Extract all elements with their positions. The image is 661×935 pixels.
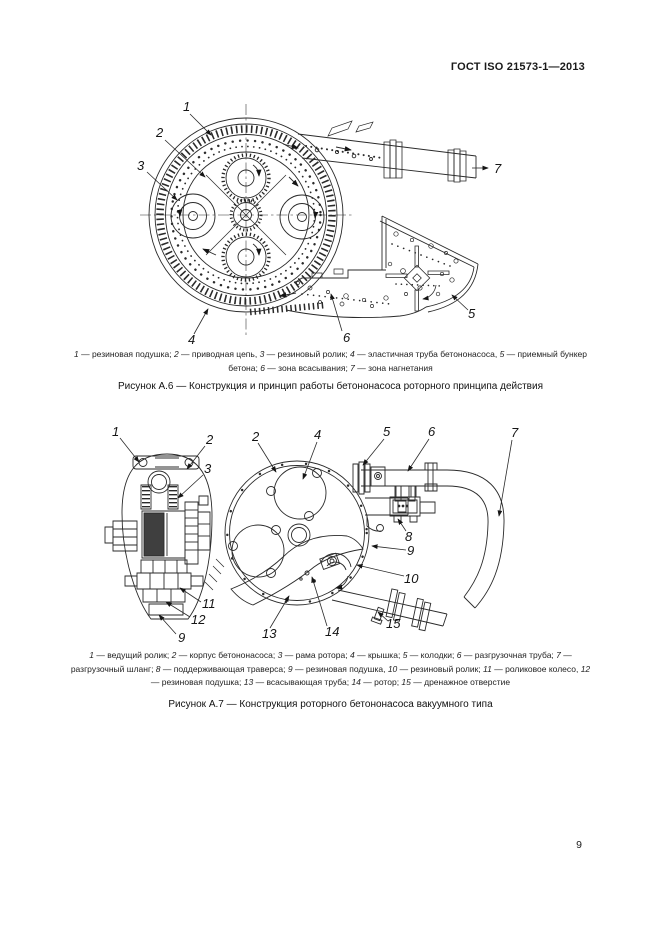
legend-item: 9 — резиновая подушка,: [287, 663, 388, 674]
label-2-side: 2: [205, 432, 214, 447]
legend-item: 8 — поддерживающая траверса;: [155, 663, 288, 674]
label-8: 8: [405, 529, 413, 544]
doc-code-header: ГОСТ ISO 21573-1—2013: [450, 61, 585, 73]
suction-pipe: [332, 589, 447, 631]
top-gear: [223, 155, 269, 201]
legend-item: 13 — всасывающая труба;: [243, 677, 352, 687]
pump-casing: [225, 461, 369, 605]
label-12: 12: [191, 612, 206, 627]
pump-side-view: [105, 454, 212, 619]
label-4: 4: [314, 427, 321, 442]
label-11: 11: [202, 596, 216, 611]
figure-a7-caption: Рисунок А.7 — Конструкция роторного бето…: [168, 699, 493, 710]
label-14: 14: [325, 624, 339, 639]
legend-item: 3 — резиновый ролик;: [259, 349, 351, 359]
label-15: 15: [386, 616, 401, 631]
label-13: 13: [262, 626, 277, 641]
figure-a6-labels: 1 2 3 4 5 6 7: [137, 99, 502, 347]
legend-item: 7 — разгрузочный шланг;: [70, 650, 572, 674]
discharge-pipe: [353, 462, 447, 501]
legend-item: 1 — ведущий ролик;: [89, 650, 172, 660]
label-9-front: 9: [407, 543, 414, 558]
label-9-side: 9: [178, 630, 185, 645]
label-1: 1: [183, 99, 190, 114]
center-gear: [231, 200, 261, 230]
label-6: 6: [343, 330, 351, 345]
label-1: 1: [112, 424, 119, 439]
support-traverse: [390, 486, 435, 522]
drive-chain-frame: [206, 175, 286, 255]
label-6: 6: [428, 424, 436, 439]
figure-a6-caption: Рисунок А.6 — Конструкция и принцип рабо…: [117, 381, 543, 392]
legend-item: 6 — разгрузочная труба;: [456, 650, 557, 660]
legend-item: 3 — рама ротора;: [277, 650, 350, 660]
leader-lines: [120, 438, 512, 634]
lower-roller-disc: [229, 525, 285, 578]
legend-item: 14 — ротор;: [351, 677, 402, 687]
figure-a6-diagram: 1 2 3 4 5 6 7: [137, 99, 502, 347]
flow-arrows: [202, 144, 299, 298]
legend-item: 7 — зона нагнетания: [350, 362, 433, 373]
label-3: 3: [204, 461, 212, 476]
label-2-front: 2: [251, 429, 260, 444]
top-cover: [133, 456, 199, 469]
receiving-hopper: [250, 216, 478, 318]
legend-item: 2 — корпус бетононасоса;: [171, 650, 278, 660]
outlet-duct: [365, 498, 408, 532]
side-left-box: [105, 521, 137, 551]
legend-item: 5 — приемный бункер бетона;: [228, 349, 587, 373]
label-2: 2: [155, 125, 164, 140]
page-number: 9: [576, 839, 582, 851]
hub: [288, 524, 310, 546]
label-10: 10: [404, 571, 419, 586]
left-roller: [171, 194, 215, 238]
legend-item: 15 — дренажное отверстие: [401, 677, 511, 687]
delivery-pipe: [298, 121, 476, 182]
pipe-flange: [384, 140, 466, 182]
figure-a7-labels: 1 2 3 11 12 9 2 4 5 6 7 8 9 10 13 14 15: [112, 424, 519, 645]
side-flange-stack: [185, 496, 210, 564]
pump-housing: [149, 118, 343, 312]
legend-item: 10 — резиновый ролик;: [387, 663, 484, 674]
label-7: 7: [511, 425, 519, 440]
legend-item: 2 — приводная цепь,: [173, 349, 260, 359]
roller-wheel-stack: [125, 560, 203, 615]
legend-item: 6 — зона всасывания;: [260, 362, 351, 373]
upper-roller-disc: [267, 467, 327, 521]
ground-hatch: [205, 559, 224, 590]
leader-lines: [147, 114, 489, 334]
agitator: [386, 246, 449, 311]
figure-a6-legend: 1 — резиновая подушка; 2 — приводная цеп…: [73, 348, 588, 375]
figure-a7-diagram: 1 2 3 11 12 9 2 4 5 6 7 8 9 10 13 14 15: [95, 424, 519, 645]
rotor: [231, 535, 363, 605]
pump-body-mid: [142, 511, 185, 558]
leading-rollers: [141, 485, 178, 509]
pump-front-view: [205, 461, 504, 631]
legend-item: 12 — резиновая подушка;: [150, 663, 591, 688]
bottom-gear: [223, 234, 269, 280]
discharge-hose: [447, 470, 504, 608]
aggregate-dots: [297, 232, 459, 308]
figure-a7-legend: 1 — ведущий ролик; 2 — корпус бетононасо…: [67, 649, 594, 690]
label-5: 5: [383, 424, 391, 439]
legend-item: 4 — крышка;: [349, 650, 403, 660]
label-4: 4: [188, 332, 195, 347]
right-roller: [280, 195, 324, 239]
legend-item: 5 — колодки;: [402, 650, 457, 660]
legend-item: 4 — эластичная труба бетононасоса,: [350, 349, 500, 359]
label-7: 7: [494, 161, 502, 176]
label-3: 3: [137, 158, 145, 173]
label-5: 5: [468, 306, 476, 321]
legend-item: 11 — роликовое колесо,: [483, 663, 581, 674]
legend-item: 1 — резиновая подушка;: [73, 349, 174, 359]
